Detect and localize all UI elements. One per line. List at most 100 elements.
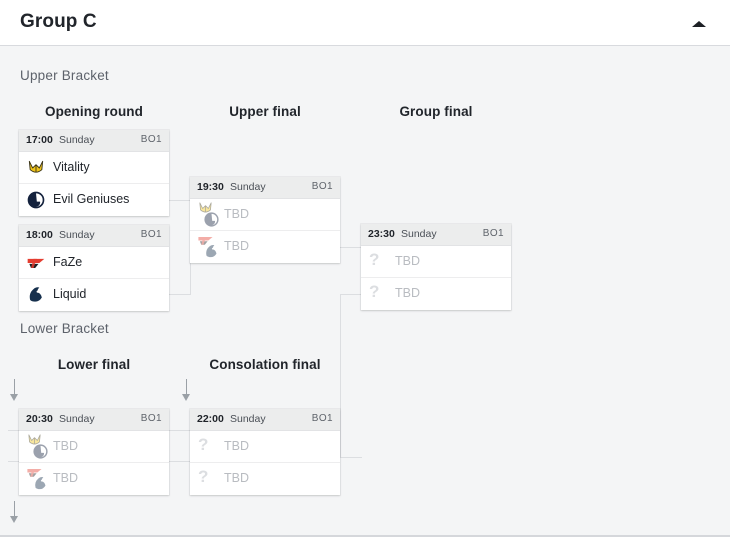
connector-lower-final-in-2 bbox=[8, 461, 20, 462]
match-header: 19:30 Sunday BO1 bbox=[190, 177, 340, 199]
liquid-logo bbox=[206, 244, 217, 258]
match-day: Sunday bbox=[59, 413, 95, 425]
team-row[interactable]: Liquid bbox=[19, 279, 169, 311]
match-format: BO1 bbox=[311, 181, 333, 192]
match-card-upper-final[interactable]: 19:30 Sunday BO1 TBD bbox=[190, 177, 340, 263]
match-card-opening-1[interactable]: 17:00 Sunday BO1 Vitality Evil Geniuses bbox=[19, 130, 169, 216]
match-time: 23:30 bbox=[368, 228, 395, 240]
match-day: Sunday bbox=[401, 228, 437, 240]
match-format: BO1 bbox=[140, 229, 162, 240]
team-row[interactable]: Evil Geniuses bbox=[19, 184, 169, 216]
question-mark-icon: ? bbox=[369, 250, 380, 269]
vitality-logo bbox=[28, 434, 41, 445]
connector-m2-out bbox=[169, 294, 191, 295]
faze-logo bbox=[198, 236, 213, 245]
match-header: 22:00 Sunday BO1 bbox=[190, 409, 340, 431]
team-row[interactable]: TBD bbox=[190, 199, 340, 231]
team-row[interactable]: Vitality bbox=[19, 152, 169, 184]
team-name: TBD bbox=[224, 439, 249, 453]
arrow-head bbox=[10, 394, 18, 401]
connector-m6-to-final-bottom bbox=[340, 457, 362, 458]
team-row[interactable]: FaZe bbox=[19, 247, 169, 279]
liquid-logo bbox=[29, 287, 42, 302]
match-time: 17:00 bbox=[26, 134, 53, 146]
match-format: BO1 bbox=[140, 413, 162, 424]
arrow-stem bbox=[14, 379, 15, 396]
match-format: BO1 bbox=[482, 228, 504, 239]
match-day: Sunday bbox=[59, 229, 95, 241]
lower-bracket-label: Lower Bracket bbox=[20, 321, 109, 336]
loser-drop-arrow-lower-final bbox=[9, 379, 20, 403]
team-row[interactable]: TBD bbox=[19, 431, 169, 463]
faze-liquid-pending-logo bbox=[23, 464, 49, 494]
team-row[interactable]: TBD bbox=[19, 463, 169, 495]
round-title-upper-final: Upper final bbox=[229, 104, 301, 119]
team-name: FaZe bbox=[53, 255, 83, 269]
team-row[interactable]: ? TBD bbox=[361, 278, 511, 310]
match-format: BO1 bbox=[140, 134, 162, 145]
match-time: 19:30 bbox=[197, 181, 224, 193]
match-header: 17:00 Sunday BO1 bbox=[19, 130, 169, 152]
arrow-stem bbox=[186, 379, 187, 396]
connector-m6-to-final-vert bbox=[340, 294, 341, 458]
match-card-opening-2[interactable]: 18:00 Sunday BO1 FaZe Liquid bbox=[19, 225, 169, 311]
match-day: Sunday bbox=[230, 413, 266, 425]
question-mark-icon: ? bbox=[198, 467, 209, 486]
evil-geniuses-logo bbox=[27, 191, 45, 209]
connector-m5-in-2 bbox=[169, 461, 191, 462]
team-name: TBD bbox=[395, 286, 420, 300]
arrow-stem bbox=[14, 501, 15, 518]
team-row[interactable]: ? TBD bbox=[361, 246, 511, 278]
team-row[interactable]: ? TBD bbox=[190, 431, 340, 463]
connector-m1-out bbox=[169, 200, 191, 201]
evil-geniuses-logo bbox=[204, 212, 219, 227]
match-card-group-final[interactable]: 23:30 Sunday BO1 ? TBD ? TBD bbox=[361, 224, 511, 310]
match-header: 20:30 Sunday BO1 bbox=[19, 409, 169, 431]
team-name: TBD bbox=[224, 239, 249, 253]
match-day: Sunday bbox=[59, 134, 95, 146]
connector-m3-out bbox=[340, 247, 362, 248]
faze-liquid-pending-logo bbox=[194, 232, 220, 262]
page-title: Group C bbox=[20, 11, 97, 32]
connector-m5-out bbox=[169, 430, 191, 431]
round-title-consolation-final: Consolation final bbox=[209, 357, 321, 372]
vitality-logo bbox=[28, 160, 44, 173]
liquid-logo bbox=[35, 476, 46, 490]
chevron-up-icon[interactable] bbox=[682, 6, 716, 40]
question-mark-icon: ? bbox=[369, 282, 380, 301]
bracket-body: Upper Bracket Opening round Upper final … bbox=[0, 46, 730, 535]
vitality-logo bbox=[199, 202, 212, 213]
connector-m6-to-final-top bbox=[340, 294, 362, 295]
team-row[interactable]: ? TBD bbox=[190, 463, 340, 495]
match-time: 22:00 bbox=[197, 413, 224, 425]
evil-geniuses-logo bbox=[33, 444, 48, 459]
vitality-evil-geniuses-pending-logo bbox=[194, 200, 220, 230]
team-name: TBD bbox=[224, 471, 249, 485]
match-card-lower-final[interactable]: 20:30 Sunday BO1 TBD bbox=[19, 409, 169, 495]
match-time: 18:00 bbox=[26, 229, 53, 241]
round-title-lower-final: Lower final bbox=[57, 357, 131, 372]
team-name: Liquid bbox=[53, 287, 87, 301]
match-header: 18:00 Sunday BO1 bbox=[19, 225, 169, 247]
round-title-opening: Opening round bbox=[44, 104, 144, 119]
team-name: TBD bbox=[395, 254, 420, 268]
group-header: Group C bbox=[0, 0, 730, 46]
team-name: Vitality bbox=[53, 160, 90, 174]
team-name: TBD bbox=[53, 471, 78, 485]
match-card-consolation-final[interactable]: 22:00 Sunday BO1 ? TBD ? TBD bbox=[190, 409, 340, 495]
round-title-group-final: Group final bbox=[399, 104, 473, 119]
loser-drop-arrow-out bbox=[9, 501, 20, 525]
upper-bracket-label: Upper Bracket bbox=[20, 68, 109, 83]
connector-m2-vert bbox=[190, 247, 191, 294]
team-name: TBD bbox=[53, 439, 78, 453]
connector-lower-final-in-1 bbox=[8, 430, 20, 431]
question-mark-icon: ? bbox=[198, 435, 209, 454]
loser-drop-arrow-consolation-final bbox=[181, 379, 192, 403]
chevron-up-glyph bbox=[692, 21, 706, 27]
vitality-evil-geniuses-pending-logo bbox=[23, 432, 49, 462]
team-name: Evil Geniuses bbox=[53, 192, 130, 206]
team-row[interactable]: TBD bbox=[190, 231, 340, 263]
arrow-head bbox=[10, 516, 18, 523]
team-name: TBD bbox=[224, 207, 249, 221]
